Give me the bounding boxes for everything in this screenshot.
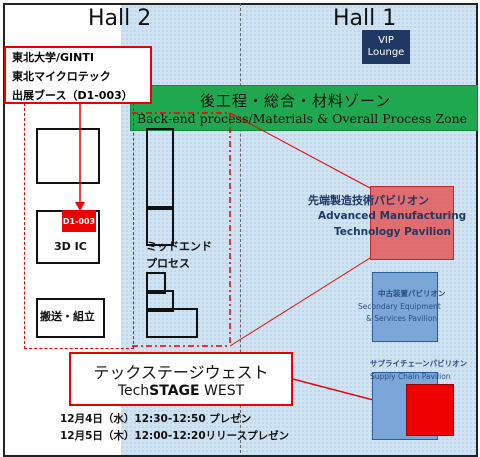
booth-block-3dic: [36, 210, 100, 264]
techstage-en-prefix: Tech: [117, 383, 150, 399]
booth-d1003: D1-003: [62, 210, 96, 232]
techstage-en-bold: STAGE: [149, 383, 200, 399]
secondary-pavilion-en-1: Secondary Equipment: [358, 302, 441, 311]
exhibitor-callout: 東北大学/GINTI 東北マイクロテック 出展ブース（D1-003）: [4, 46, 152, 104]
vip-lounge: VIP Lounge: [362, 30, 410, 64]
hall1-title: Hall 1: [333, 6, 397, 31]
techstage-callout: テックステージウェスト TechSTAGE WEST: [69, 352, 293, 406]
midend-label-2: プロセス: [146, 257, 190, 270]
callout-line-1: 東北大学/GINTI: [12, 51, 94, 64]
midend-booth-4: [146, 290, 174, 312]
techstage-en: TechSTAGE WEST: [118, 383, 244, 399]
booth-block-transport: [36, 298, 105, 338]
zone-title-jp: 後工程・総合・材料ゾーン: [200, 92, 392, 110]
secondary-pavilion-box: [372, 272, 438, 342]
booth-transport-label: 搬送・組立: [40, 310, 95, 323]
secondary-pavilion-jp: 中古装置パビリオン: [378, 289, 446, 298]
zone-title-en: Back-end process/Materials & Overall Pro…: [137, 111, 468, 126]
booth-3dic-label: 3D IC: [54, 240, 87, 253]
callout-line-2: 東北マイクロテック: [12, 70, 111, 83]
midend-label-1: ミッドエンド: [146, 240, 212, 253]
schedule-line-2: 12月5日（木）12:00-12:20リリースプレゼン: [60, 430, 290, 442]
techstage-jp: テックステージウェスト: [93, 363, 269, 382]
callout-line-3: 出展ブース（D1-003）: [12, 89, 133, 102]
advanced-pavilion-box: [370, 186, 454, 260]
backend-zone-band: [130, 85, 478, 131]
vip-label-2: Lounge: [367, 47, 405, 58]
hall-divider: [240, 3, 241, 453]
supply-pavilion-en: Supply Chain Pavilion: [370, 372, 451, 381]
secondary-pavilion-en-2: & Services Pavilion: [366, 314, 438, 323]
techstage-en-suffix: WEST: [199, 383, 245, 399]
hall2-title: Hall 2: [88, 6, 152, 31]
schedule-line-1: 12月4日（水）12:30-12:50 プレゼン: [60, 413, 252, 425]
midend-booth-1: [146, 128, 174, 210]
supply-pavilion-jp: サプライチェーンパビリオン: [370, 359, 468, 368]
midend-booth-3: [146, 272, 166, 294]
midend-booth-5: [146, 308, 198, 338]
booth-block-upper: [36, 128, 100, 184]
vip-label-1: VIP: [378, 35, 394, 46]
advanced-pavilion-jp: 先端製造技術パビリオン: [308, 194, 429, 207]
techstage-booth: [406, 384, 454, 436]
advanced-pavilion-en-1: Advanced Manufacturing: [318, 210, 467, 222]
midend-booth-2: [146, 206, 174, 246]
advanced-pavilion-en-2: Technology Pavilion: [334, 226, 451, 238]
